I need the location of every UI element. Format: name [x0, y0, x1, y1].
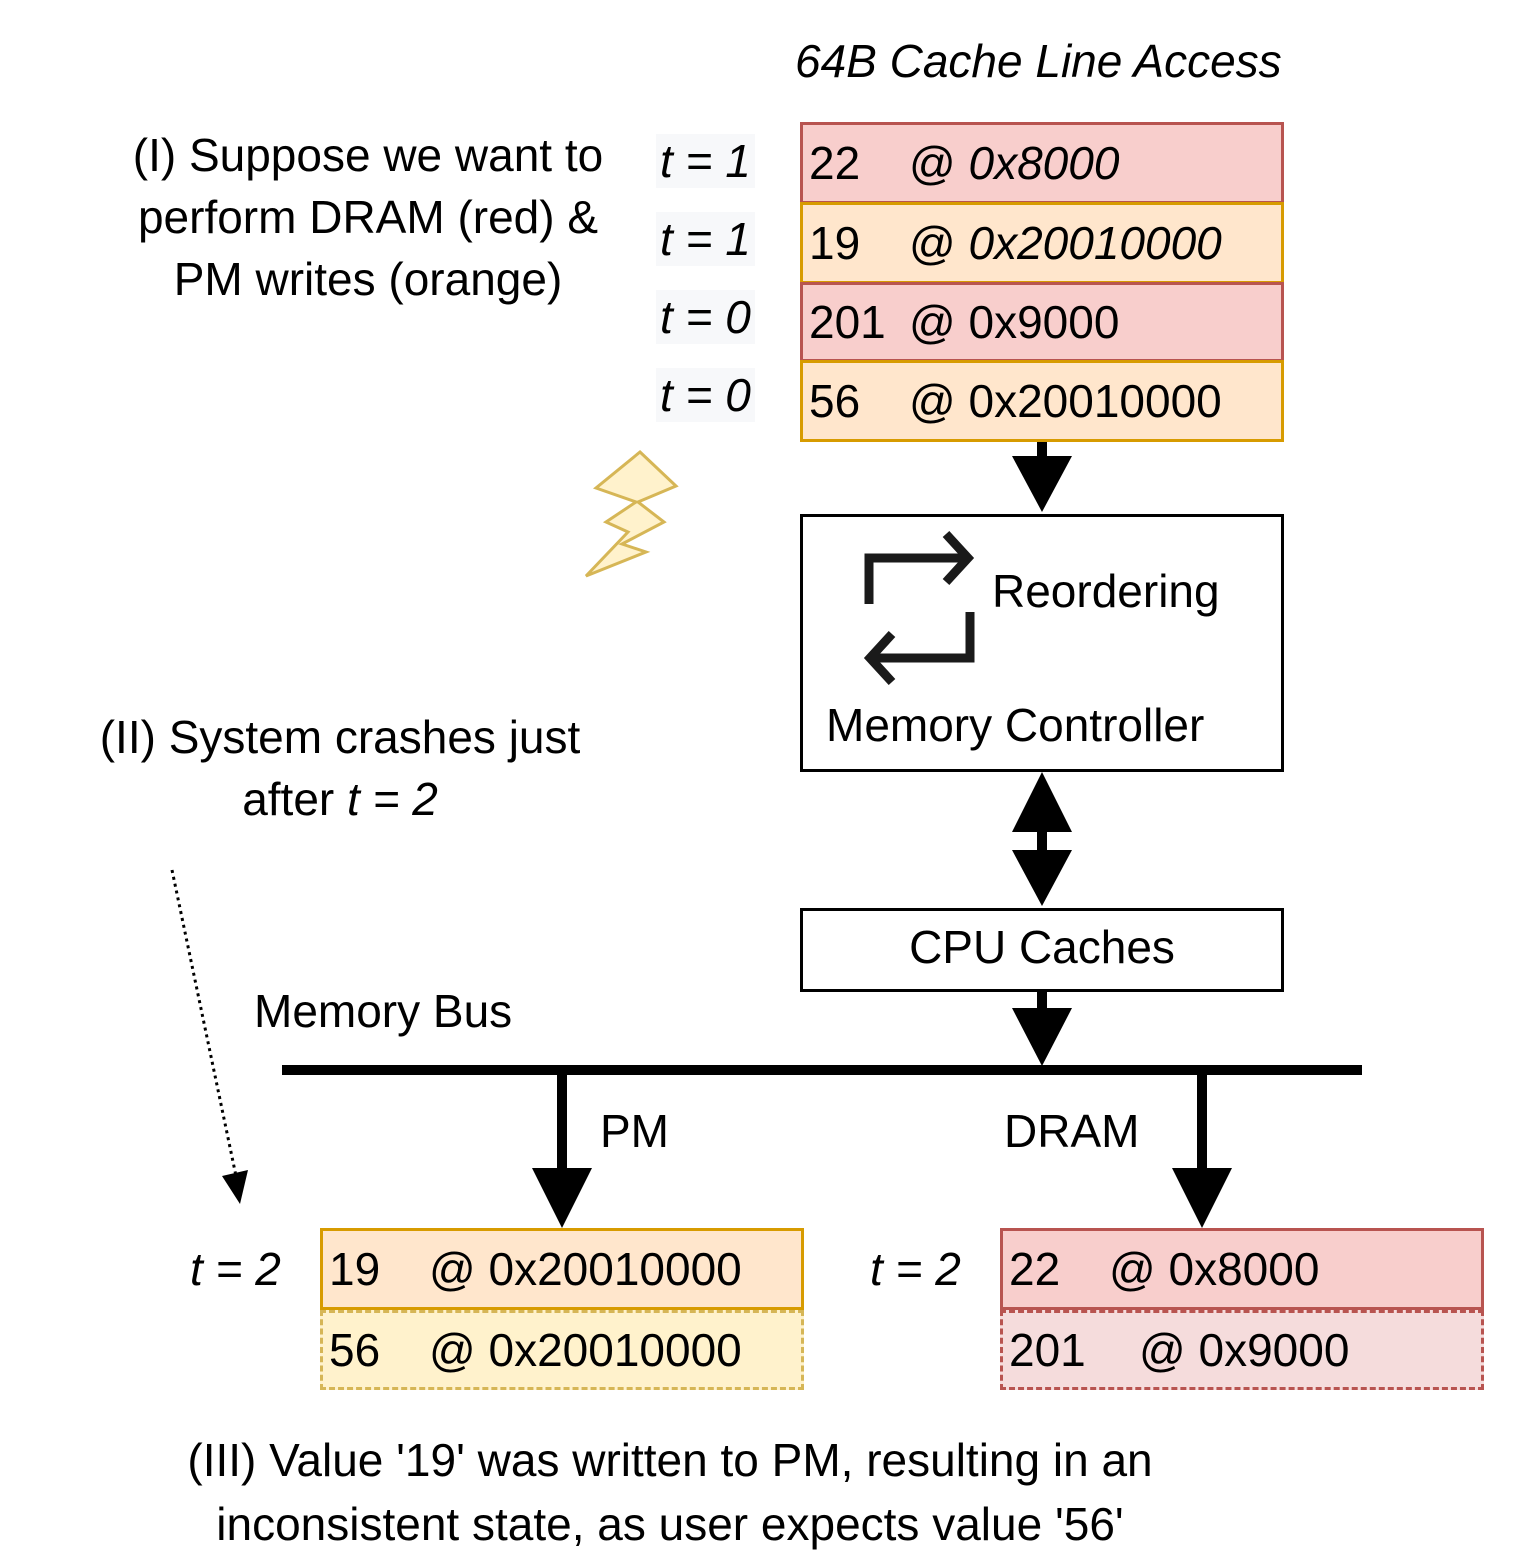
- entry-address: 0x20010000: [968, 375, 1222, 427]
- entry-address: 0x20010000: [968, 217, 1222, 269]
- at-symbol: @: [909, 217, 969, 269]
- queue-entry-dram: 201 @ 0x9000: [800, 282, 1284, 362]
- queue-entry-pm: 56 @ 0x20010000: [800, 360, 1284, 442]
- pm-written-entry: 19 @ 0x20010000: [320, 1228, 804, 1310]
- entry-address: 0x20010000: [488, 1324, 742, 1376]
- pm-label: PM: [600, 1105, 669, 1157]
- entry-address: 0x9000: [968, 296, 1120, 348]
- cpu-caches-label: CPU Caches: [909, 921, 1175, 973]
- dram-time-label: t = 2: [870, 1243, 961, 1295]
- at-symbol: @: [909, 296, 969, 348]
- reordering-label: Reordering: [992, 565, 1220, 617]
- entry-value: 56: [809, 375, 861, 427]
- pm-time-label: t = 2: [190, 1243, 281, 1295]
- dram-pending-entry: 201 @ 0x9000: [1000, 1310, 1484, 1390]
- at-symbol: @: [429, 1243, 489, 1295]
- entry-value: 22: [809, 137, 861, 189]
- lightning-icon: [584, 450, 679, 578]
- at-symbol: @: [909, 375, 969, 427]
- entry-address: 0x8000: [1168, 1243, 1320, 1295]
- entry-value: 56: [329, 1324, 381, 1376]
- entry-address: 0x9000: [1198, 1324, 1350, 1376]
- entry-value: 22: [1009, 1243, 1061, 1295]
- cpu-caches-box: [800, 908, 1284, 992]
- entry-address: 0x20010000: [488, 1243, 742, 1295]
- queue-time-label: t = 1: [656, 134, 755, 188]
- entry-value: 201: [809, 296, 886, 348]
- entry-value: 19: [329, 1243, 381, 1295]
- pm-pending-entry: 56 @ 0x20010000: [320, 1310, 804, 1390]
- queue-time-label: t = 1: [656, 212, 755, 266]
- queue-time-label: t = 0: [656, 368, 755, 422]
- memory-bus-label: Memory Bus: [254, 985, 513, 1037]
- reorder-arrows-icon: [863, 530, 975, 686]
- step2-text: (II) System crashes just after: [99, 711, 581, 825]
- step2-time: t = 2: [347, 773, 438, 825]
- arrow-down-icon: [1012, 992, 1072, 1066]
- dram-written-entry: 22 @ 0x8000: [1000, 1228, 1484, 1310]
- dotted-arrow-icon: [170, 869, 248, 1204]
- step1-annotation: (I) Suppose we want to perform DRAM (red…: [132, 129, 604, 305]
- bidirectional-arrow-icon: [1012, 772, 1072, 906]
- arrow-down-icon: [1172, 1070, 1232, 1228]
- memory-controller-label: Memory Controller: [826, 699, 1205, 751]
- dram-label: DRAM: [1004, 1105, 1140, 1157]
- at-symbol: @: [429, 1324, 489, 1376]
- arrow-down-icon: [1012, 442, 1072, 512]
- step2-annotation: (II) System crashes just after t = 2: [60, 706, 620, 830]
- entry-value: 201: [1009, 1324, 1086, 1376]
- at-symbol: @: [1109, 1243, 1169, 1295]
- at-symbol: @: [1139, 1324, 1199, 1376]
- queue-entry-pm: 19 @ 0x20010000: [800, 202, 1284, 284]
- entry-value: 19: [809, 217, 861, 269]
- queue-time-label: t = 0: [656, 290, 755, 344]
- step3-annotation: (III) Value '19' was written to PM, resu…: [187, 1434, 1153, 1550]
- at-symbol: @: [909, 137, 969, 189]
- entry-address: 0x8000: [968, 137, 1120, 189]
- arrow-down-icon: [532, 1070, 592, 1228]
- queue-entry-dram: 22 @ 0x8000: [800, 122, 1284, 204]
- diagram-title: 64B Cache Line Access: [795, 35, 1282, 87]
